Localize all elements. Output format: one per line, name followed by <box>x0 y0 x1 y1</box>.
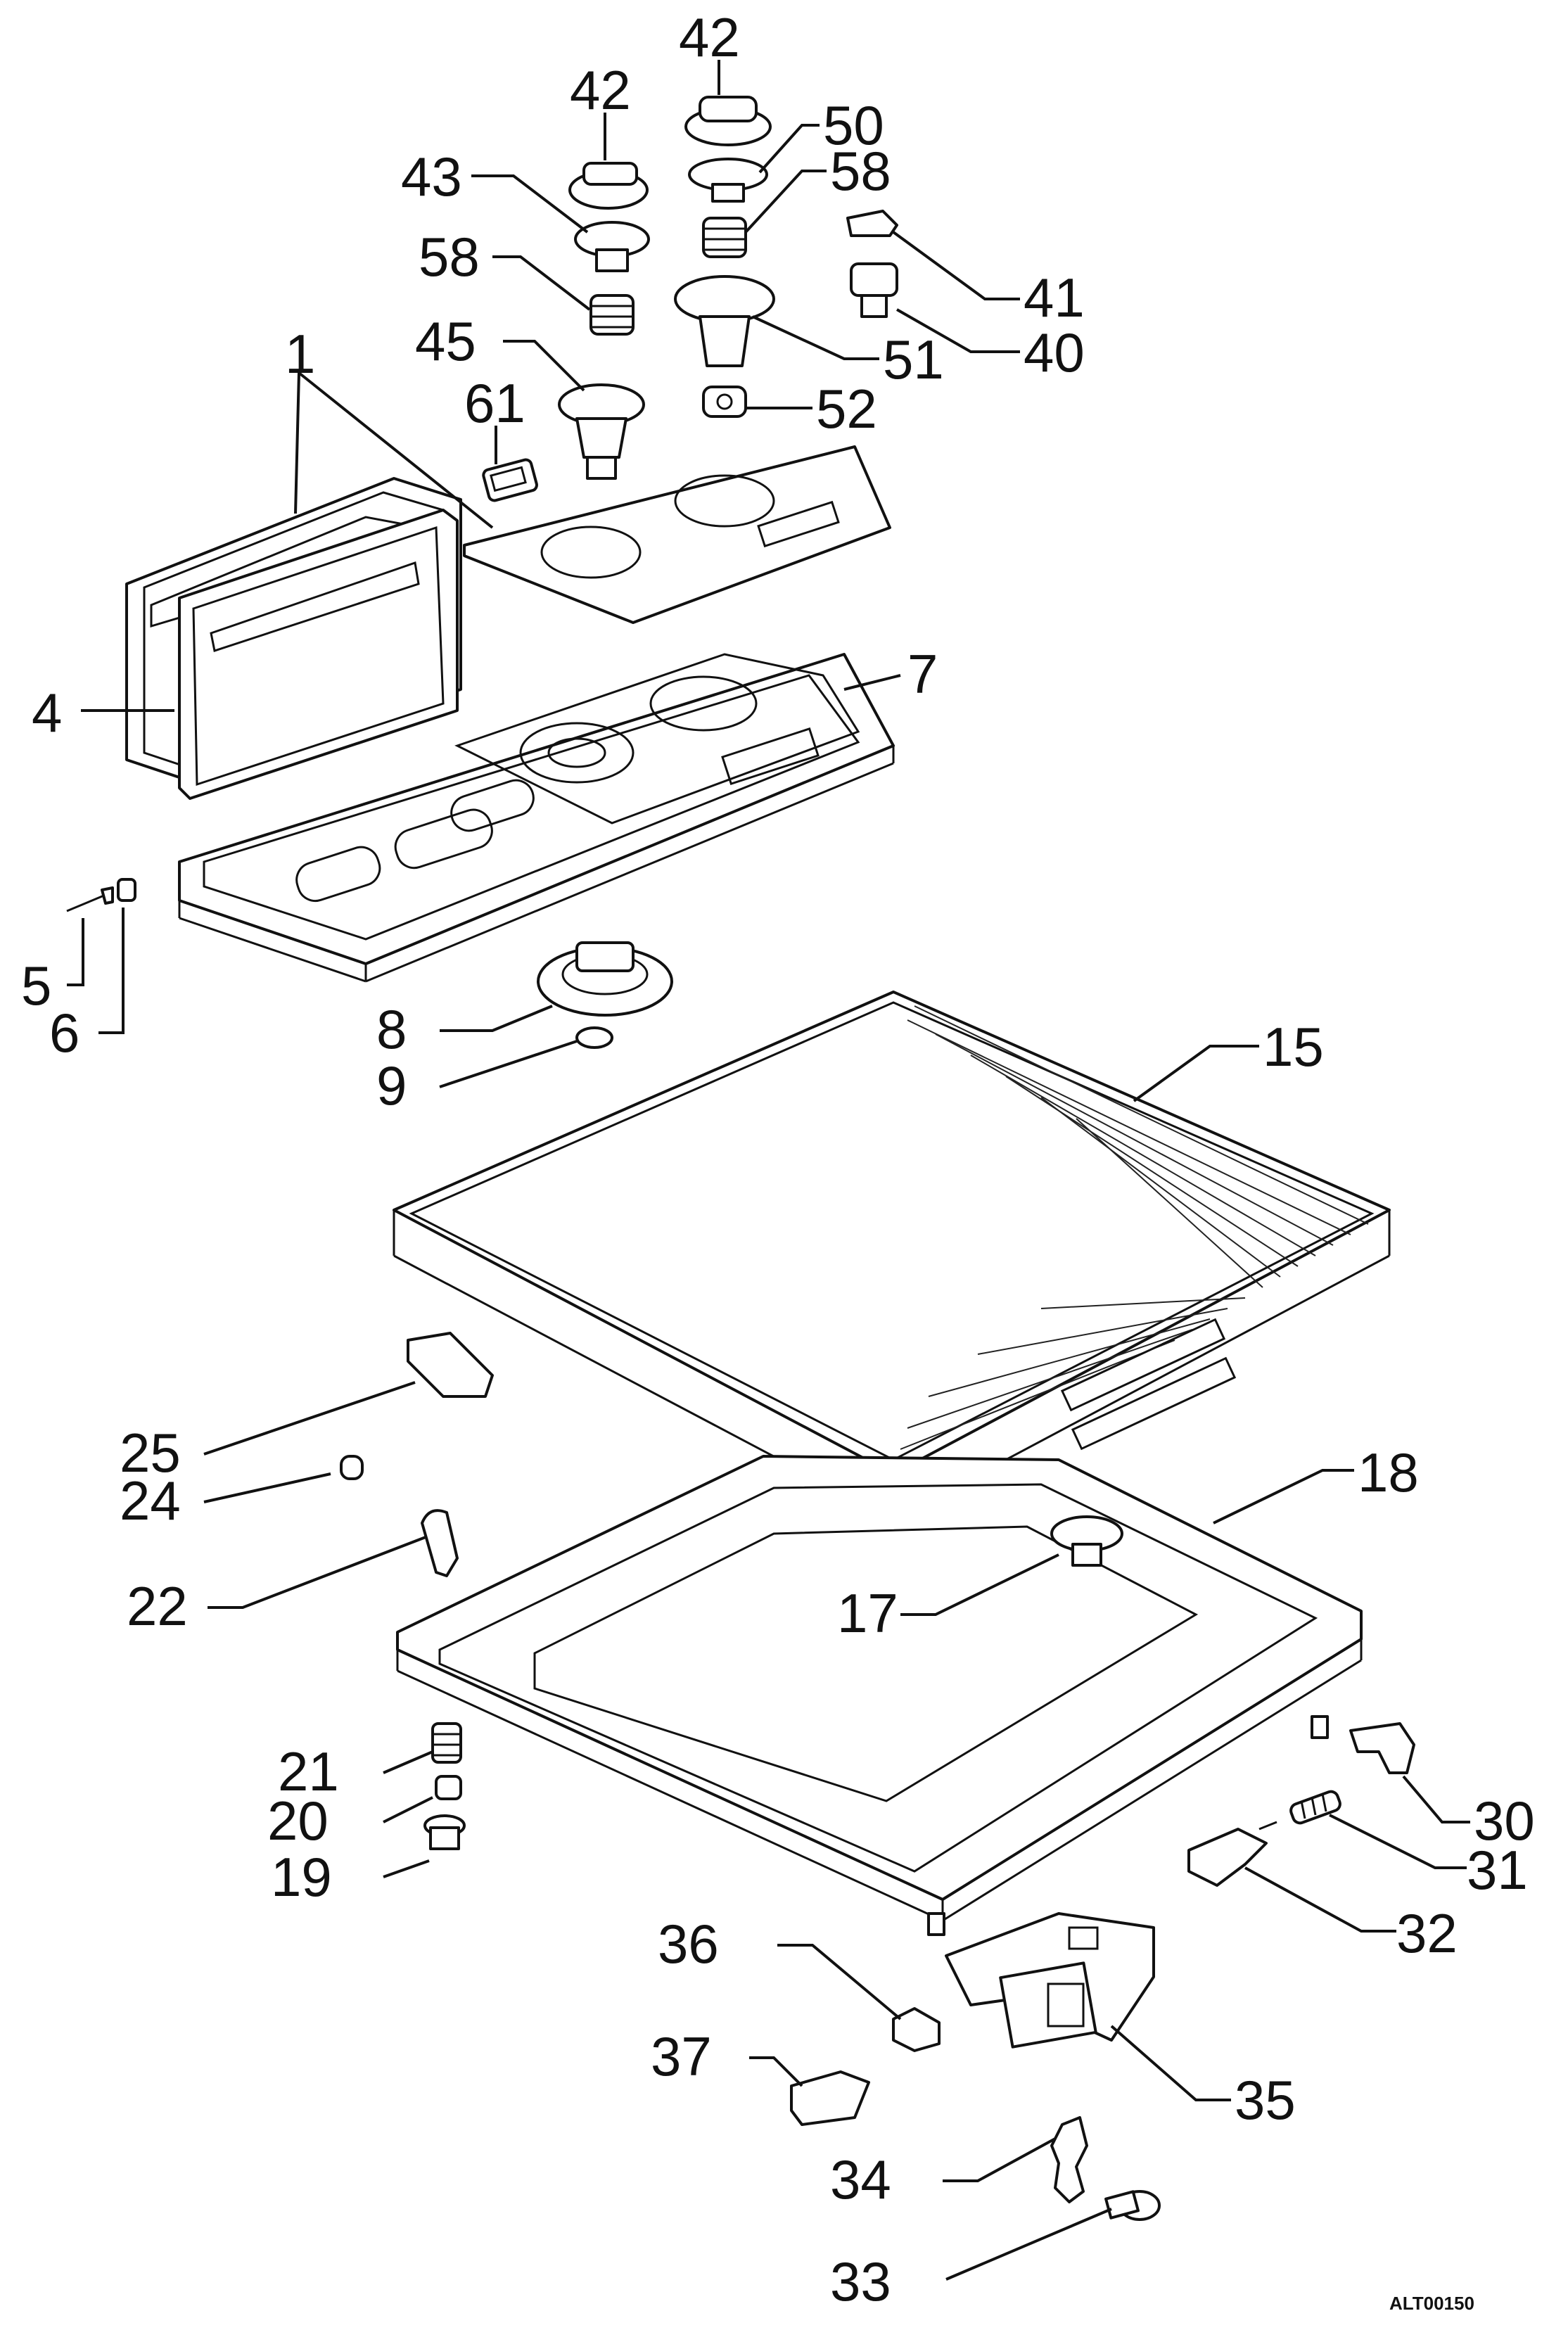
bushing-19 <box>423 1814 466 1850</box>
knob-42-right <box>684 96 772 146</box>
callout-52: 52 <box>816 378 877 440</box>
callout-61: 61 <box>464 372 525 434</box>
lid-frame-18 <box>396 1455 1363 1936</box>
callout-17: 17 <box>837 1582 898 1644</box>
knob-42-left <box>568 162 649 210</box>
crank-34 <box>1050 2116 1088 2203</box>
knob-bezel-51 <box>674 275 775 367</box>
callout-35: 35 <box>1235 2069 1296 2131</box>
nut-52 <box>702 386 747 418</box>
callout-37: 37 <box>651 2025 712 2087</box>
callout-42-left: 42 <box>570 59 631 121</box>
callout-36: 36 <box>658 1913 719 1975</box>
callout-4: 4 <box>32 682 62 744</box>
callout-51: 51 <box>883 329 944 390</box>
callout-7: 7 <box>907 643 938 705</box>
spring-31 <box>1289 1790 1341 1825</box>
bracket-37 <box>790 2070 870 2126</box>
thermostat-8 <box>537 941 673 1017</box>
knob-bezel-45 <box>558 383 645 480</box>
door-panel-inner <box>178 509 459 800</box>
bushing-20 <box>435 1775 462 1800</box>
callout-15: 15 <box>1263 1016 1324 1078</box>
callout-1: 1 <box>285 323 315 385</box>
clip-36 <box>892 2007 941 2052</box>
drawing-code: ALT00150 <box>1389 2293 1474 2314</box>
callout-32: 32 <box>1396 1902 1458 1964</box>
button-cap-41 <box>846 210 898 237</box>
control-plate <box>463 445 891 624</box>
callout-18: 18 <box>1358 1441 1419 1503</box>
callout-40: 40 <box>1024 322 1085 383</box>
spring-58-left <box>589 294 635 336</box>
callout-25: 25 <box>120 1422 181 1484</box>
knob-base-50 <box>688 158 768 203</box>
push-button-40 <box>850 262 898 318</box>
callout-31: 31 <box>1467 1839 1528 1901</box>
callout-34: 34 <box>830 2148 891 2210</box>
callout-20: 20 <box>267 1790 329 1852</box>
pin-33 <box>1104 2190 1161 2221</box>
knob-base-43 <box>574 221 650 272</box>
callout-22: 22 <box>127 1575 188 1637</box>
rod-22 <box>421 1509 459 1577</box>
glass-lid-15 <box>393 991 1391 1521</box>
spring-58-right <box>702 217 747 258</box>
callout-43: 43 <box>401 146 462 208</box>
callout-19: 19 <box>271 1846 332 1908</box>
clip-6 <box>117 878 136 902</box>
leader-lines <box>67 60 1470 2281</box>
switch-61 <box>482 458 538 502</box>
callout-24: 24 <box>120 1470 181 1532</box>
callout-42-right: 42 <box>679 6 740 68</box>
callout-45: 45 <box>415 310 476 372</box>
callout-30: 30 <box>1474 1790 1535 1852</box>
control-panel-frame <box>178 653 895 983</box>
screw-5 <box>66 886 114 912</box>
callout-6: 6 <box>49 1002 79 1064</box>
bracket-25 <box>407 1332 494 1398</box>
lever-32 <box>1187 1821 1277 1887</box>
callout-41: 41 <box>1024 267 1085 329</box>
lock-housing-35 <box>945 1912 1155 2049</box>
callout-33: 33 <box>830 2251 891 2312</box>
callout-58-left: 58 <box>419 226 480 288</box>
callout-58-right: 58 <box>830 140 891 202</box>
cap-9 <box>575 1026 613 1049</box>
hinge-bracket-17 <box>1050 1515 1123 1567</box>
callout-8: 8 <box>376 998 407 1060</box>
callout-50: 50 <box>823 94 884 156</box>
callout-9: 9 <box>376 1055 407 1116</box>
latch-30 <box>1349 1722 1415 1774</box>
callout-labels: 1 4 5 6 7 8 9 15 17 18 19 20 21 22 24 25… <box>21 6 1535 2312</box>
cap-24 <box>340 1455 364 1480</box>
callout-21: 21 <box>278 1740 339 1802</box>
callout-5: 5 <box>21 955 51 1017</box>
spring-21 <box>431 1722 462 1764</box>
